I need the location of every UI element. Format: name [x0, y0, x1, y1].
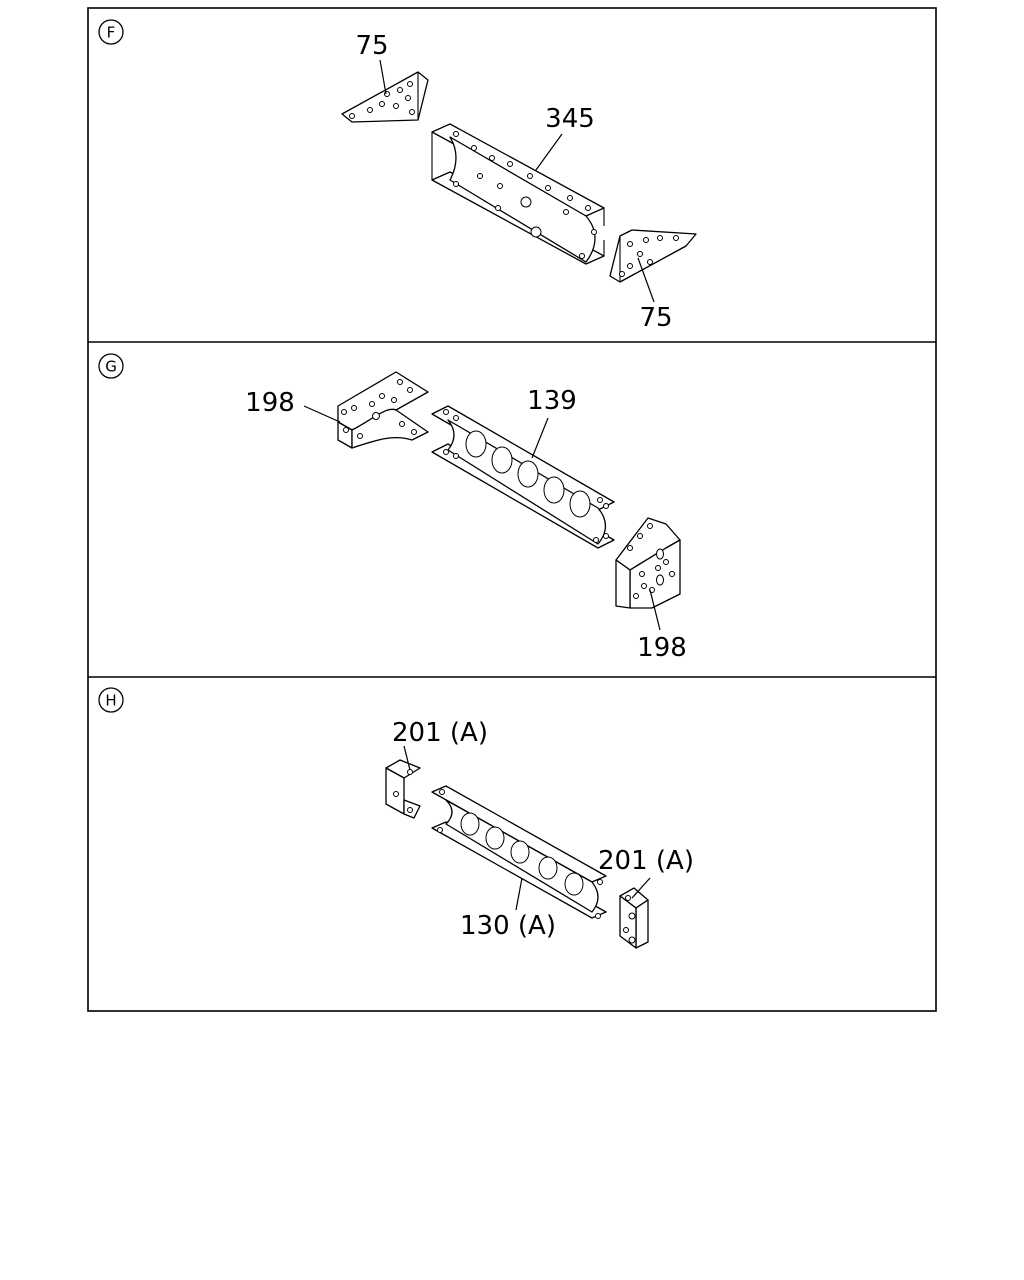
section-h: H: [98, 687, 694, 949]
callout-bracket-left: 201 (A): [392, 718, 488, 748]
leader-line: [531, 417, 549, 459]
leader-line: [303, 405, 341, 423]
bracket-left: [337, 371, 429, 449]
leader-line: [515, 877, 523, 911]
leader-line: [631, 877, 651, 899]
callout-cross-member: 345: [545, 104, 595, 134]
bracket-left: [385, 759, 421, 819]
leader-line: [637, 257, 655, 303]
section-h-badge: H: [98, 687, 124, 713]
bracket-right: [619, 887, 649, 949]
callout-bracket-right: 201 (A): [598, 846, 694, 876]
callout-cross-member: 130 (A): [460, 911, 556, 941]
leader-line: [403, 745, 411, 771]
callout-bracket-right: 75: [639, 303, 672, 333]
cross-member: [431, 785, 607, 919]
callout-bracket-left: 198: [245, 388, 295, 418]
section-h-letter: H: [105, 692, 116, 710]
bracket-right: [615, 517, 681, 609]
leader-line: [535, 133, 563, 171]
leader-line: [649, 589, 661, 631]
section-f-badge: F: [98, 19, 124, 45]
section-g: G: [98, 353, 687, 663]
section-g-badge: G: [98, 353, 124, 379]
callout-cross-member: 139: [527, 386, 577, 416]
diagram-frame: [87, 7, 937, 1012]
leader-line: [379, 59, 387, 95]
callout-bracket-left: 75: [355, 31, 388, 61]
gusset-plate-right: [609, 229, 697, 283]
cross-member: [431, 123, 605, 265]
section-f-letter: F: [107, 24, 116, 42]
section-f: F: [98, 19, 697, 333]
section-g-letter: G: [105, 358, 117, 376]
cross-member: [431, 405, 615, 549]
callout-bracket-right: 198: [637, 633, 687, 663]
gusset-plate-left: [341, 71, 429, 123]
